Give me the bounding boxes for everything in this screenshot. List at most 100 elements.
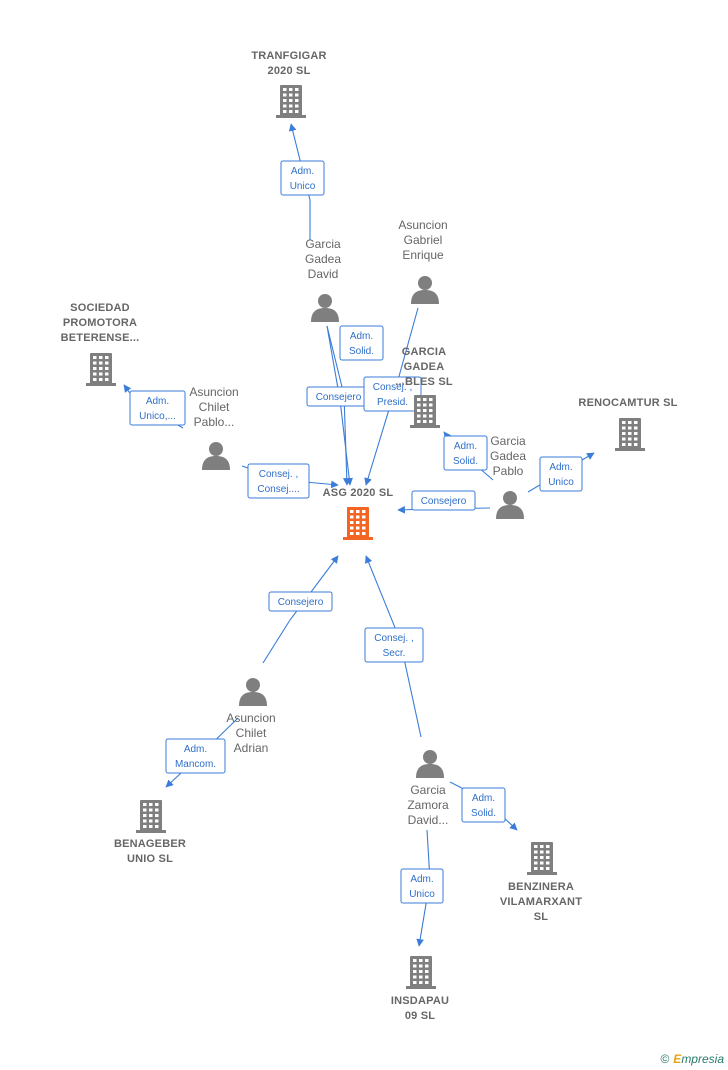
node-label: BENZINERA (508, 881, 574, 893)
edge-asuncion_chilet_pablo-to-sociedad: Adm.Unico,... (123, 384, 186, 429)
edge-garcia_zamora_david-to-benzinera: Adm. Solid. (449, 781, 518, 831)
node-label: BENAGEBER (114, 838, 186, 850)
edge-garcia_zamora_david-to-asg: Consej. , Secr. (364, 555, 424, 738)
edge-label-text: Consej. , (259, 469, 298, 480)
edge-label-text: Consejero (421, 496, 467, 507)
edge-label-text: Consejero (316, 392, 362, 403)
edge-label-text: Mancom. (175, 759, 216, 770)
edge-label-box[interactable] (339, 325, 384, 361)
edge-label-text: Solid. (349, 346, 374, 357)
copyright-symbol: © (660, 1052, 670, 1066)
edge-label-box[interactable] (443, 435, 488, 471)
node-label: Chilet (199, 400, 230, 414)
edge-label-box[interactable] (364, 627, 424, 663)
edge-label-text: Consej. , (374, 633, 413, 644)
edge-label-box[interactable] (268, 591, 333, 612)
edge-label-text: Adm. (184, 744, 207, 755)
edge-label-box[interactable] (400, 868, 444, 904)
edge-garcia_gadea_david-to-tranfgigar: Adm. Unico (280, 123, 325, 240)
edge-label-box[interactable] (363, 376, 422, 412)
node-label: 2020 SL (268, 65, 311, 77)
edge-label-text: Unico (290, 181, 316, 192)
node-garcia_zamora_david[interactable]: GarciaZamoraDavid... (407, 750, 449, 827)
node-label: Adrian (234, 741, 269, 755)
node-label: GARCIA (402, 346, 447, 358)
building-icon (136, 800, 166, 833)
node-label: SOCIEDAD (70, 302, 130, 314)
node-label: Pablo (493, 464, 524, 478)
edge-label-box[interactable] (411, 490, 476, 511)
node-label: Enrique (402, 248, 444, 262)
edge-garcia_gadea_pablo-to-renocamtur: Adm. Unico (527, 452, 595, 493)
node-label: Pablo... (194, 415, 235, 429)
building-icon (276, 85, 306, 118)
brand-initial: E (673, 1052, 682, 1066)
edge-garcia_gadea_pablo-to-garcia_gadea_sl: Adm.Solid. (443, 431, 494, 481)
node-sociedad[interactable]: SOCIEDAD PROMOTORA BETERENSE... (61, 302, 140, 386)
edge-asuncion_chilet_pablo-to-asg: Consej. , Consej.... (241, 463, 339, 499)
edge-label-text: Adm. (549, 462, 572, 473)
person-icon (411, 276, 439, 304)
person-icon (239, 678, 267, 706)
edge-label-box[interactable] (129, 390, 186, 426)
edge-label-text: Consej. , (373, 382, 412, 393)
node-label: Gabriel (404, 233, 443, 247)
node-label: GADEA (404, 361, 445, 373)
edge-asuncion_chilet_adrian-to-benageber: Adm. Mancom. (165, 717, 239, 788)
node-label: 09 SL (405, 1010, 435, 1022)
node-label: VILAMARXANT (500, 896, 582, 908)
node-label: BETERENSE... (61, 332, 140, 344)
edge-label-box[interactable] (165, 738, 226, 774)
node-label: Asuncion (189, 385, 238, 399)
node-label: Chilet (236, 726, 267, 740)
node-asuncion_chilet_pablo[interactable]: AsuncionChiletPablo... (189, 385, 239, 470)
edge-label-box[interactable] (280, 160, 325, 196)
node-label: Garcia (305, 237, 341, 251)
edge-label-text: Solid. (471, 808, 496, 819)
node-label: PROMOTORA (63, 317, 137, 329)
edge-label-text: Adm. (472, 793, 495, 804)
building-icon (406, 956, 436, 989)
node-label: Gadea (490, 449, 526, 463)
edge-label-text: Consej.... (257, 484, 299, 495)
brand-name: mpresia (681, 1052, 724, 1066)
person-icon (496, 491, 524, 519)
edge-label-text: Adm. (410, 874, 433, 885)
node-label: RENOCAMTUR SL (578, 397, 677, 409)
node-label: ...BLES SL (395, 376, 453, 388)
edge-label-text: Unico (548, 477, 574, 488)
edge-label-text: Adm. (291, 166, 314, 177)
edge-arrow (262, 555, 339, 664)
edge-label-text: Unico,... (139, 411, 176, 422)
edge-label-text: Adm. (454, 441, 477, 452)
edge-label-text: Secr. (383, 648, 406, 659)
edge-garcia_zamora_david-to-insdapau: Adm.Unico (400, 829, 444, 947)
node-renocamtur[interactable]: RENOCAMTUR SL (578, 397, 677, 451)
edge-asuncion_chilet_adrian-to-asg: Consejero (262, 555, 339, 664)
edge-label-box[interactable] (461, 787, 506, 823)
edge-label-box[interactable] (247, 463, 310, 499)
edge-label-box[interactable] (539, 456, 583, 492)
node-garcia_gadea_sl[interactable]: GARCIA GADEA ...BLES SL (395, 346, 453, 428)
person-icon (202, 442, 230, 470)
person-icon (416, 750, 444, 778)
node-label: Asuncion (398, 218, 447, 232)
building-icon (410, 395, 440, 428)
node-label: Zamora (407, 798, 449, 812)
node-asg[interactable]: ASG 2020 SL (323, 487, 394, 540)
node-label: David... (408, 813, 449, 827)
building-icon (86, 353, 116, 386)
person-icon (311, 294, 339, 322)
edge-label-text: Consejero (278, 597, 324, 608)
